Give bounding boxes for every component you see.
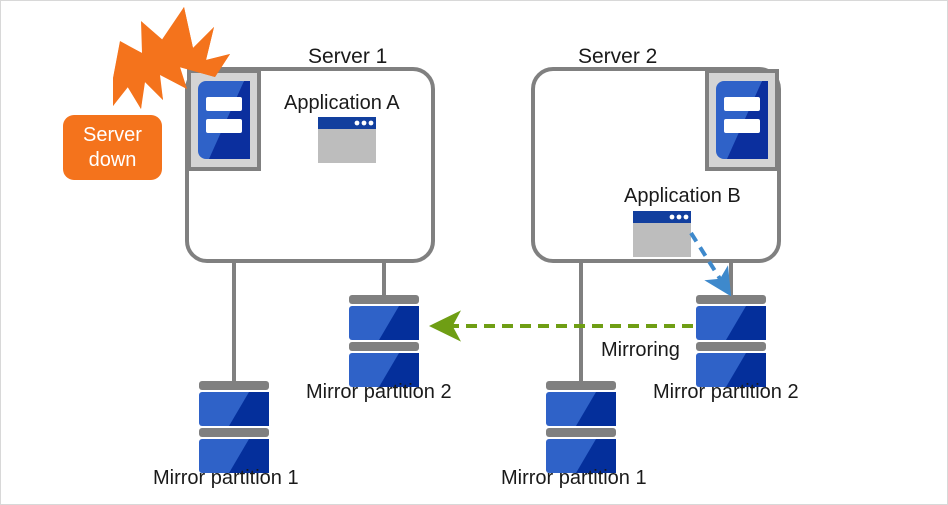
server-down-badge[interactable]: Server down <box>63 115 162 180</box>
server-down-line-1: Server <box>83 124 142 147</box>
server-1-label: Server 1 <box>308 45 388 68</box>
application-b-window-icon[interactable] <box>633 211 691 257</box>
left-mirror-partition-2-label: Mirror partition 2 <box>306 381 452 403</box>
application-b-label: Application B <box>624 185 741 207</box>
left-mirror-partition-1-disk-icon[interactable] <box>199 381 269 473</box>
left-mirror-partition-1-label: Mirror partition 1 <box>153 467 299 489</box>
server-2-machine-icon[interactable] <box>705 69 779 171</box>
server-down-line-2: down <box>88 148 137 171</box>
right-mirror-partition-2-disk-icon[interactable] <box>696 295 766 387</box>
server-2-label: Server 2 <box>578 45 658 68</box>
application-a-window-icon[interactable] <box>318 117 376 163</box>
server-1-connectors <box>232 261 386 381</box>
left-mirror-partition-2-disk-icon[interactable] <box>349 295 419 387</box>
replication-arrow <box>689 231 732 297</box>
right-mirror-partition-1-disk-icon[interactable] <box>546 381 616 473</box>
explosion-burst-icon <box>113 7 230 109</box>
right-mirror-partition-1-label: Mirror partition 1 <box>501 467 647 489</box>
mirroring-label: Mirroring <box>601 339 680 361</box>
right-mirror-partition-2-label: Mirror partition 2 <box>653 381 799 403</box>
application-a-label: Application A <box>284 92 400 114</box>
server-1-machine-icon[interactable] <box>187 69 261 171</box>
